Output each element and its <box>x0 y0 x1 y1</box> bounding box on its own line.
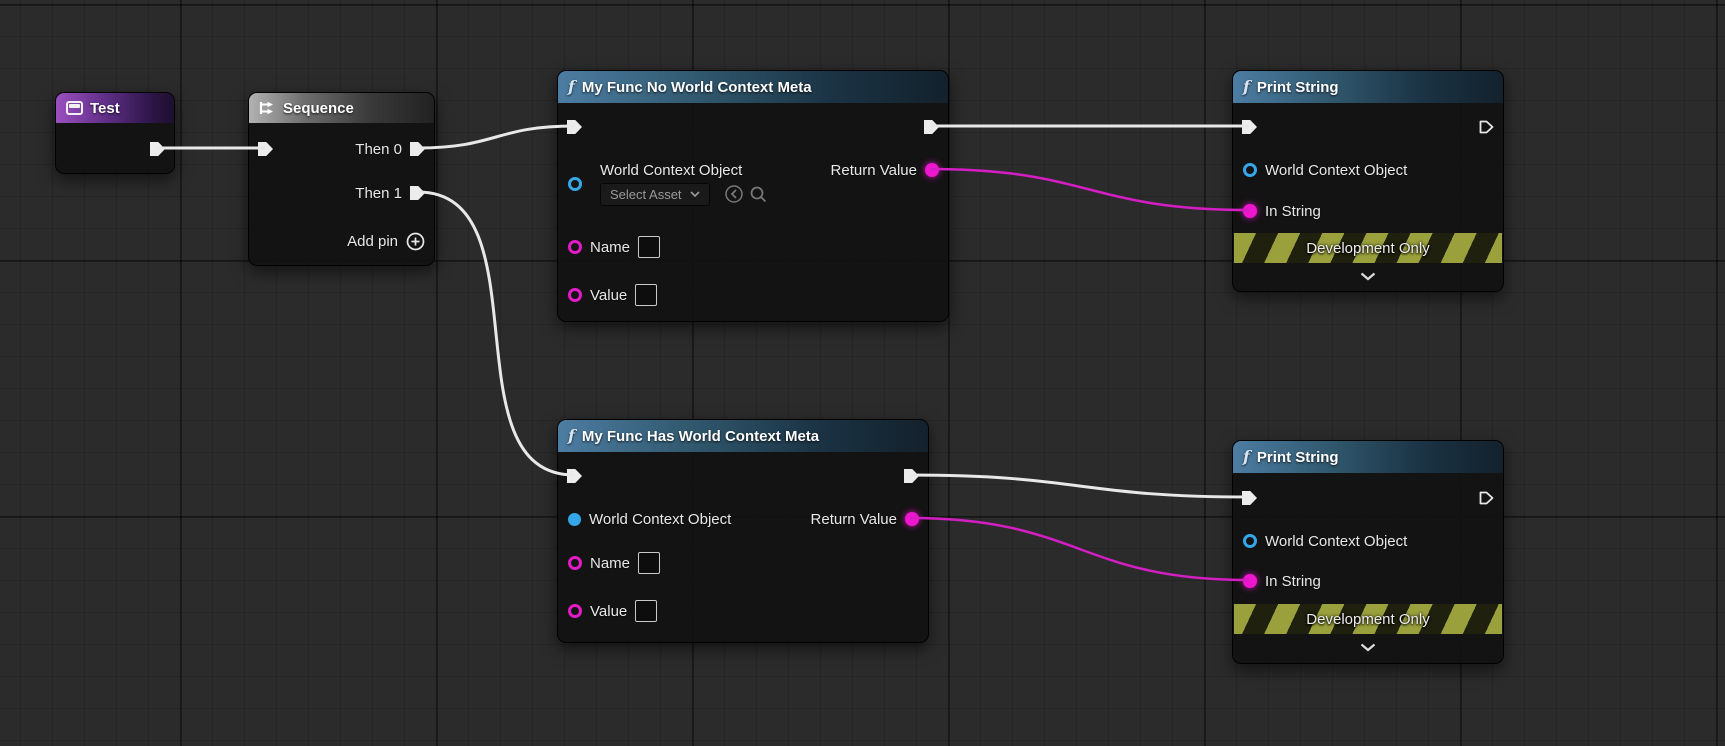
add-pin-icon[interactable] <box>406 232 425 251</box>
world-context-object-pin[interactable] <box>568 177 582 191</box>
chevron-down-icon[interactable] <box>1360 643 1376 652</box>
wire-func2.exec-out-to-print2.exec-in <box>909 473 1250 499</box>
node-sequence-header[interactable]: Sequence <box>249 93 434 123</box>
pin-label-in-string: In String <box>1265 202 1321 220</box>
node-title: Print String <box>1256 78 1339 96</box>
pin-label-world-context-object: World Context Object <box>1265 161 1408 179</box>
pin-label-world-context-object: World Context Object <box>1265 532 1408 550</box>
expand-advanced-button[interactable] <box>1233 267 1503 285</box>
name-input[interactable] <box>638 236 661 258</box>
func1-header[interactable]: f My Func No World Context Meta <box>558 71 948 103</box>
function-icon: f <box>1243 77 1250 96</box>
development-only-label: Development Only <box>1306 239 1430 257</box>
value-pin[interactable] <box>568 604 582 618</box>
pin-label-value: Value <box>590 286 628 304</box>
wire-func1.return-value-to-print1.in-string <box>929 167 1250 212</box>
func2-header[interactable]: f My Func Has World Context Meta <box>558 420 928 452</box>
pin-label-return-value: Return Value <box>810 510 897 528</box>
wire-sequence.then-1-to-func2.exec-in <box>417 190 575 477</box>
pin-label-world-context-object: World Context Object <box>589 510 732 528</box>
exec-out-pin[interactable] <box>904 469 919 483</box>
pin-label-in-string: In String <box>1265 572 1321 590</box>
sequence-icon <box>259 101 273 115</box>
node-title: Sequence <box>283 99 354 117</box>
pin-label-name: Name <box>590 554 631 572</box>
pin-label-then-0: Then 0 <box>355 140 402 158</box>
add-pin-button[interactable]: Add pin <box>347 227 425 255</box>
return-value-pin[interactable] <box>925 163 939 177</box>
world-context-object-pin[interactable] <box>1243 163 1257 177</box>
dropdown-chevron-icon <box>689 191 700 197</box>
print2-header[interactable]: f Print String <box>1233 441 1503 473</box>
node-test[interactable]: Test <box>55 92 175 174</box>
pin-label-return-value: Return Value <box>830 161 917 179</box>
node-title: My Func Has World Context Meta <box>581 427 820 445</box>
pin-label-world-context-object: World Context Object <box>600 161 743 179</box>
exec-in-pin[interactable] <box>567 469 582 483</box>
browse-asset-icon[interactable] <box>748 184 768 204</box>
exec-out-pin[interactable] <box>924 120 939 134</box>
function-icon: f <box>1243 447 1250 466</box>
function-icon: f <box>568 426 575 445</box>
event-icon <box>66 101 83 115</box>
print1-header[interactable]: f Print String <box>1233 71 1503 103</box>
wire-func2.return-value-to-print2.in-string <box>909 516 1250 582</box>
select-asset-dropdown[interactable]: Select Asset <box>600 182 710 206</box>
name-input[interactable] <box>638 552 661 574</box>
exec-out-pin[interactable] <box>150 142 165 156</box>
node-test-header[interactable]: Test <box>56 93 174 123</box>
then-1-exec-pin[interactable] <box>410 186 425 200</box>
development-only-banner: Development Only <box>1234 233 1502 263</box>
pin-label-value: Value <box>590 602 628 620</box>
value-input[interactable] <box>635 284 658 306</box>
development-only-label: Development Only <box>1306 610 1430 628</box>
node-title: My Func No World Context Meta <box>581 78 812 96</box>
expand-advanced-button[interactable] <box>1233 638 1503 656</box>
development-only-banner: Development Only <box>1234 604 1502 634</box>
use-selected-asset-icon[interactable] <box>724 184 744 204</box>
name-pin[interactable] <box>568 240 582 254</box>
node-my-func-no-world-context-meta[interactable]: f My Func No World Context Meta World Co… <box>557 70 949 322</box>
value-input[interactable] <box>635 600 658 622</box>
select-asset-label: Select Asset <box>610 186 682 202</box>
chevron-down-icon[interactable] <box>1360 272 1376 281</box>
world-context-object-pin[interactable] <box>1243 534 1257 548</box>
add-pin-label: Add pin <box>347 232 398 250</box>
pin-label-then-1: Then 1 <box>355 184 402 202</box>
return-value-pin[interactable] <box>905 512 919 526</box>
in-string-pin[interactable] <box>1243 204 1257 218</box>
exec-in-pin[interactable] <box>258 142 273 156</box>
then-0-exec-pin[interactable] <box>410 142 425 156</box>
exec-in-pin[interactable] <box>567 120 582 134</box>
world-context-object-pin[interactable] <box>568 512 581 526</box>
value-pin[interactable] <box>568 288 582 302</box>
name-pin[interactable] <box>568 556 582 570</box>
pin-label-name: Name <box>590 238 631 256</box>
node-print-string-1[interactable]: f Print String World Context Object In S… <box>1232 70 1504 292</box>
node-print-string-2[interactable]: f Print String World Context Object In S… <box>1232 440 1504 664</box>
node-title: Test <box>90 99 120 117</box>
node-sequence[interactable]: Sequence Then 0 Then 1 Add pin <box>248 92 435 266</box>
node-title: Print String <box>1256 448 1339 466</box>
wire-sequence.then-0-to-func1.exec-in <box>417 124 575 150</box>
exec-in-pin[interactable] <box>1242 491 1257 505</box>
exec-in-pin[interactable] <box>1242 120 1257 134</box>
in-string-pin[interactable] <box>1243 574 1257 588</box>
function-icon: f <box>568 77 575 96</box>
exec-out-pin[interactable] <box>1479 120 1494 134</box>
exec-out-pin[interactable] <box>1479 491 1494 505</box>
node-my-func-has-world-context-meta[interactable]: f My Func Has World Context Meta World C… <box>557 419 929 643</box>
